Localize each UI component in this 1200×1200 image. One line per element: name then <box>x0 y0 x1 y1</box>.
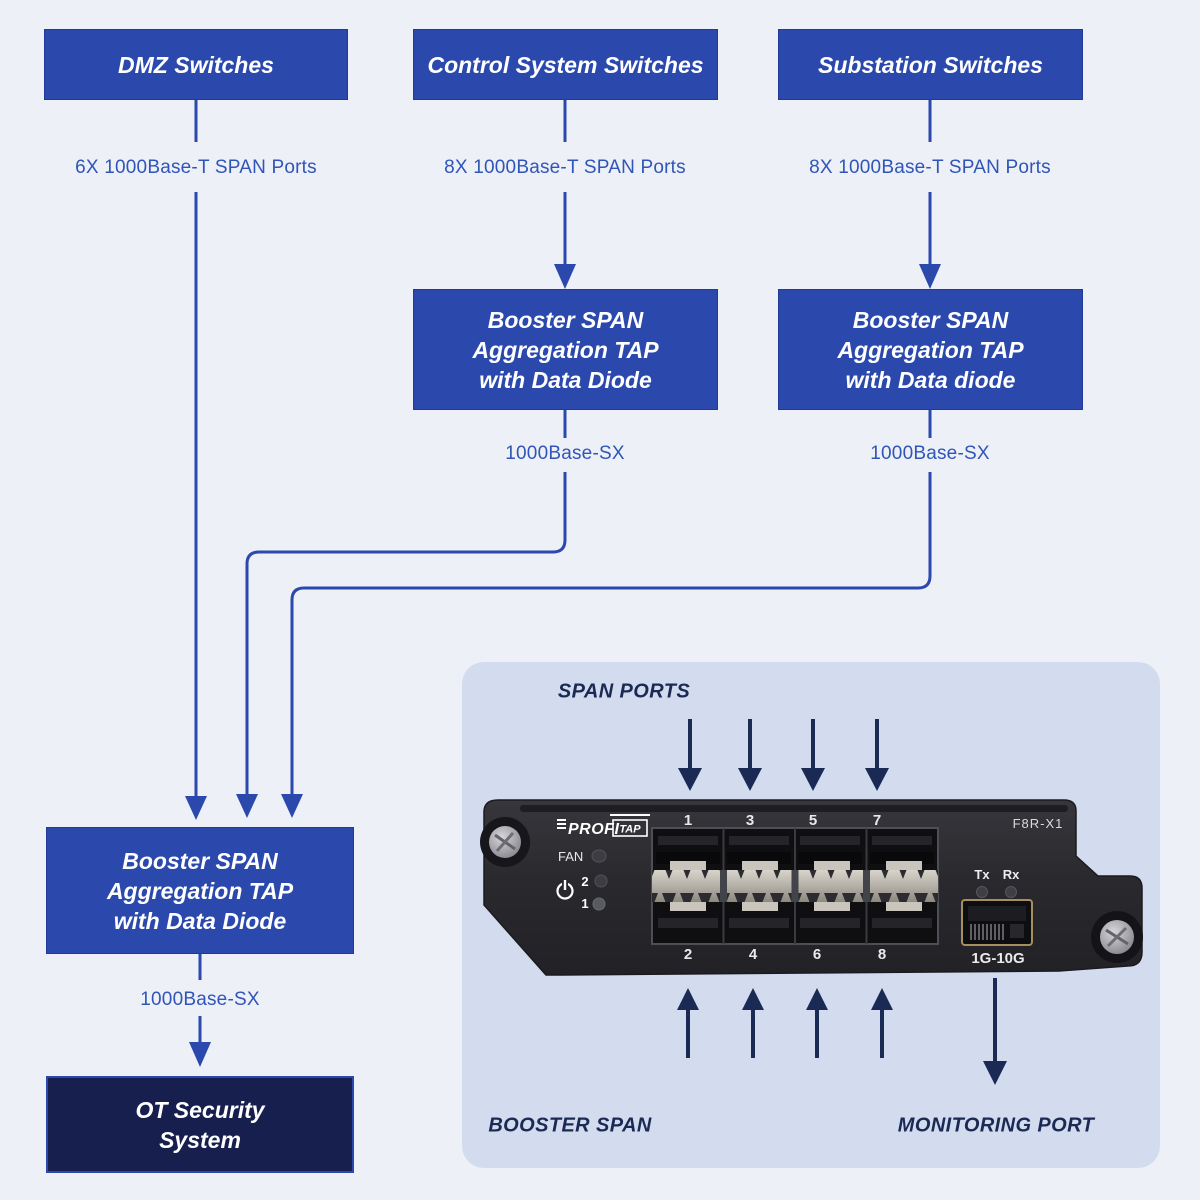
power-icon <box>556 880 574 900</box>
label-substation-fiber: 1000Base-SX <box>870 443 990 464</box>
ot-system-line2: System <box>159 1126 241 1153</box>
node-dmz-switches: DMZ Switches <box>44 29 348 100</box>
node-dmz-label: DMZ Switches <box>118 51 274 78</box>
screw-icon-left <box>480 817 530 867</box>
label-monitoring-port: MONITORING PORT <box>897 1114 1095 1137</box>
port-label-1: 1 <box>684 812 692 829</box>
booster-arrow-3 <box>806 988 828 1058</box>
wire-control-fiber-to-main <box>245 472 567 796</box>
arrowhead-main-ot <box>189 1042 211 1067</box>
tap-substation-line2: Aggregation TAP <box>837 336 1024 363</box>
booster-arrow-1 <box>677 988 699 1058</box>
arrowhead-control-main <box>236 794 258 818</box>
fan-label: FAN <box>558 849 583 864</box>
rx-led <box>1005 886 1017 898</box>
tap-substation-line3: with Data diode <box>845 366 1016 393</box>
led2-label: 2 <box>581 874 588 889</box>
monitoring-sfp-cage <box>961 899 1033 946</box>
node-tap-main: Booster SPAN Aggregation TAP with Data D… <box>46 827 354 954</box>
tx-led <box>976 886 988 898</box>
led1-label: 1 <box>581 896 588 911</box>
label-span-ports: SPAN PORTS <box>557 680 691 703</box>
label-booster-span: BOOSTER SPAN <box>488 1114 652 1137</box>
screw-icon-right <box>1091 911 1143 963</box>
status-cluster: FAN 2 1 <box>556 849 608 911</box>
sfp-cage-block <box>651 827 939 945</box>
port-label-7: 7 <box>873 812 881 829</box>
profitap-logo: PROFI TAP <box>557 814 650 838</box>
arrowhead-substation-tap <box>919 264 941 289</box>
node-ot-security-system: OT Security System <box>46 1076 354 1173</box>
tap-control-line1: Booster SPAN <box>487 306 644 333</box>
node-control-label: Control System Switches <box>427 51 704 78</box>
rx-label: Rx <box>1003 867 1020 882</box>
label-substation-span-ports: 8X 1000Base-T SPAN Ports <box>809 157 1051 178</box>
tap-control-line3: with Data Diode <box>479 366 652 393</box>
monitoring-port-arrow <box>983 978 1007 1085</box>
fan-led <box>591 849 607 863</box>
span-port-arrows <box>678 719 889 791</box>
booster-span-arrows <box>677 988 893 1058</box>
ot-system-line1: OT Security <box>135 1096 265 1123</box>
port-label-8: 8 <box>878 946 886 963</box>
port-label-2: 2 <box>684 946 692 963</box>
port-numbers: 1 3 5 7 2 4 6 8 <box>684 812 886 963</box>
node-control-system-switches: Control System Switches <box>413 29 718 100</box>
port-label-4: 4 <box>749 946 758 963</box>
hardware-panel: SPAN PORTS BOOSTER SPAN MONITORING PORT <box>462 662 1160 1168</box>
label-dmz-span-ports: 6X 1000Base-T SPAN Ports <box>75 157 317 178</box>
tap-main-line1: Booster SPAN <box>122 847 278 874</box>
label-control-span-ports: 8X 1000Base-T SPAN Ports <box>444 157 686 178</box>
booster-arrow-2 <box>742 988 764 1058</box>
arrowhead-control-tap <box>554 264 576 289</box>
node-tap-control: Booster SPAN Aggregation TAP with Data D… <box>413 289 718 410</box>
span-arrow-2 <box>738 719 762 791</box>
brand-box-text: TAP <box>619 824 641 836</box>
tap-control-line2: Aggregation TAP <box>472 336 659 363</box>
tap-main-line2: Aggregation TAP <box>106 877 294 904</box>
faceplate-groove <box>520 805 1068 812</box>
span-arrow-4 <box>865 719 889 791</box>
wire-substation-fiber-to-main <box>290 472 932 796</box>
port-label-5: 5 <box>809 812 817 829</box>
span-arrow-3 <box>801 719 825 791</box>
port-label-6: 6 <box>813 946 821 963</box>
arrowhead-dmz-main <box>185 796 207 820</box>
device-image: PROFI TAP FAN 2 1 <box>480 719 1143 1085</box>
arrowhead-substation-main <box>281 794 303 818</box>
tap-main-line3: with Data Diode <box>113 907 287 934</box>
brand-text: PROFI <box>568 821 619 838</box>
node-substation-label: Substation Switches <box>818 51 1043 78</box>
uplink-label: 1G-10G <box>971 950 1024 967</box>
node-tap-substation: Booster SPAN Aggregation TAP with Data d… <box>778 289 1083 410</box>
label-control-fiber: 1000Base-SX <box>505 443 625 464</box>
label-main-fiber: 1000Base-SX <box>140 989 260 1010</box>
booster-arrow-4 <box>871 988 893 1058</box>
port-label-3: 3 <box>746 812 754 829</box>
txrx-cluster: Tx Rx <box>974 867 1020 898</box>
tx-label: Tx <box>974 867 990 882</box>
span-arrow-1 <box>678 719 702 791</box>
node-substation-switches: Substation Switches <box>778 29 1083 100</box>
led2 <box>594 874 608 888</box>
led1 <box>592 897 606 911</box>
tap-substation-line1: Booster SPAN <box>852 306 1009 333</box>
model-label: F8R-X1 <box>1013 816 1064 831</box>
